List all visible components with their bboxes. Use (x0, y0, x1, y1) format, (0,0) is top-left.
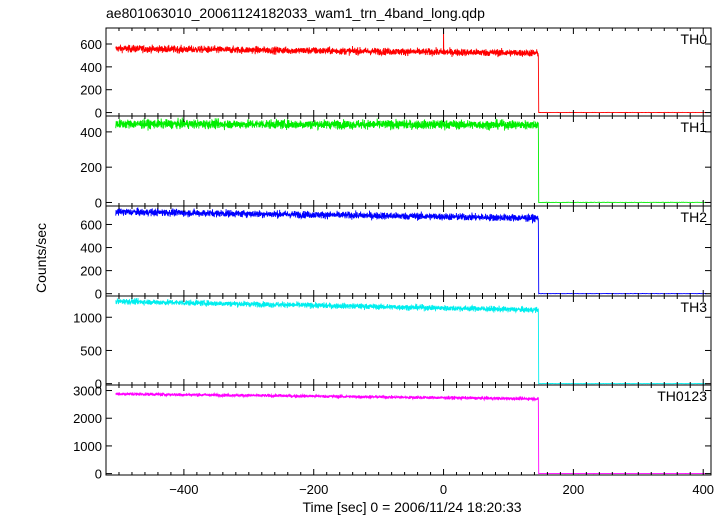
y-tick-label: 3000 (73, 384, 102, 399)
series-th0 (115, 27, 707, 114)
x-tick-label: −400 (169, 482, 198, 497)
panel-frame-th0123 (105, 384, 712, 476)
y-tick-label: 600 (80, 217, 102, 232)
y-tick-label: 200 (80, 264, 102, 279)
panel-label-th2: TH2 (681, 209, 708, 225)
chart-title: ae801063010_20061124182033_wam1_trn_4ban… (106, 5, 485, 21)
y-tick-label: 1000 (73, 310, 102, 325)
y-tick-label: 0 (95, 195, 102, 210)
y-tick-label: 400 (80, 241, 102, 256)
panel-label-th0123: TH0123 (657, 388, 707, 404)
x-tick-label: −200 (299, 482, 328, 497)
y-tick-label: 200 (80, 160, 102, 175)
panel-label-th3: TH3 (681, 299, 708, 315)
y-tick-label: 500 (80, 343, 102, 358)
panel-label-th1: TH1 (681, 119, 708, 135)
series-th3 (115, 297, 707, 385)
panel-th1: 0 200 400 TH1 (80, 115, 712, 210)
y-tick-label: 0 (95, 377, 102, 392)
y-tick-label: 400 (80, 60, 102, 75)
panel-th2: 0 200 400 600 TH2 (80, 205, 712, 302)
x-tick-label: 200 (563, 482, 585, 497)
y-tick-label: 0 (95, 106, 102, 121)
x-tick-labels: −400 −200 0 200 400 (169, 482, 714, 497)
x-tick-label: 400 (692, 482, 714, 497)
series-th0123 (115, 391, 707, 475)
y-tick-label: 200 (80, 83, 102, 98)
y-tick-label: 600 (80, 37, 102, 52)
panel-th0123: 0 1000 2000 3000 TH0123 (73, 384, 712, 482)
x-tick-label: 0 (440, 482, 447, 497)
panel-th3: 0 500 1000 TH3 (73, 295, 712, 392)
y-axis-label: Counts/sec (33, 223, 49, 293)
x-axis-label: Time [sec] 0 = 2006/11/24 18:20:33 (302, 499, 521, 515)
y-tick-label: 2000 (73, 411, 102, 426)
y-tick-label: 0 (95, 467, 102, 482)
y-tick-label: 0 (95, 287, 102, 302)
y-tick-label: 1000 (73, 439, 102, 454)
series-th1 (115, 117, 707, 204)
panel-frame-th0 (105, 27, 712, 117)
panel-frame-th1 (105, 115, 712, 207)
panel-label-th0: TH0 (681, 31, 708, 47)
series-th2 (115, 207, 707, 295)
panel-th0: 0 200 400 600 TH0 (80, 27, 712, 121)
y-tick-label: 400 (80, 125, 102, 140)
